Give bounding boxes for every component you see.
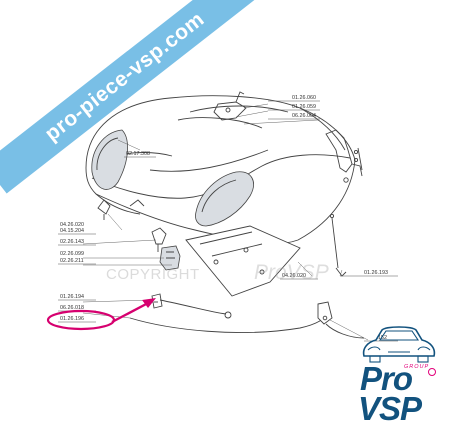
svg-text:06.26.018: 06.26.018 — [60, 305, 84, 311]
label-04-15-204: 04.15.204 — [58, 228, 96, 235]
rubber-stop[interactable] — [97, 199, 145, 220]
label-01-26-196: 01.26.196 — [58, 316, 96, 323]
label-02-17-308: 02.17.308 — [124, 151, 156, 158]
svg-text:02.26.099: 02.26.099 — [60, 251, 84, 257]
svg-text:04.26.020: 04.26.020 — [60, 222, 84, 228]
svg-text:06.26.004: 06.26.004 — [292, 113, 316, 119]
svg-text:01.26.059: 01.26.059 — [292, 104, 316, 110]
label-01-26-194: 01.26.194 — [58, 294, 96, 301]
svg-text:01.26.196: 01.26.196 — [60, 316, 84, 322]
right-headlight-opening[interactable] — [195, 171, 254, 227]
svg-text:04.15.204: 04.15.204 — [60, 228, 84, 234]
label-02-26-211: 02.26.211 — [58, 258, 96, 265]
label-01-26-060: 01.26.060 — [268, 95, 320, 102]
cable-bracket[interactable] — [317, 301, 365, 339]
hinge-bracket-right[interactable] — [325, 129, 363, 183]
logo-vsp-text: VSP — [358, 390, 422, 427]
label-02-26-099: 02.26.099 — [60, 251, 84, 257]
logo-group-text: GROUP — [404, 364, 430, 370]
label-06-26-004: 06.26.004 — [268, 113, 320, 120]
copyright-watermark-brand: ProVSP — [254, 261, 329, 284]
label-04-26-020: 04.26.020 — [60, 222, 84, 228]
svg-text:01.26.060: 01.26.060 — [292, 95, 316, 101]
copyright-watermark-text: COPYRIGHT — [106, 266, 200, 283]
logo-pro-text: Pro — [360, 360, 413, 397]
provsp-logo: GROUP Pro VSP — [350, 322, 460, 434]
svg-text:01.26.193: 01.26.193 — [364, 270, 388, 276]
label-04-26-020-pad: 04.26.020 — [280, 273, 318, 280]
car-outline-icon — [362, 326, 436, 363]
release-handle[interactable] — [151, 293, 163, 309]
label-01-26-193: 01.26.193 — [340, 270, 398, 277]
left-headlight-opening[interactable] — [91, 129, 128, 190]
insulation-pad[interactable] — [185, 225, 301, 297]
support-rod[interactable] — [329, 213, 347, 277]
highlight-arrow — [111, 298, 156, 324]
leader-lines — [82, 103, 369, 341]
bonnet-lock[interactable] — [159, 245, 181, 271]
label-01-26-059: 01.26.059 — [268, 104, 320, 111]
svg-text:02.26.211: 02.26.211 — [60, 258, 84, 264]
hinge-bracket-left[interactable] — [213, 91, 247, 121]
svg-text:04.26.020: 04.26.020 — [282, 273, 306, 279]
svg-text:02.26.143: 02.26.143 — [60, 239, 84, 245]
label-02-26-143: 02.26.143 — [58, 239, 96, 246]
label-152: 152 — [364, 335, 398, 342]
svg-text:152: 152 — [378, 335, 387, 341]
logo-ring-mark — [428, 368, 436, 376]
svg-text:01.26.194: 01.26.194 — [60, 294, 84, 300]
svg-text:02.17.308: 02.17.308 — [126, 151, 150, 157]
